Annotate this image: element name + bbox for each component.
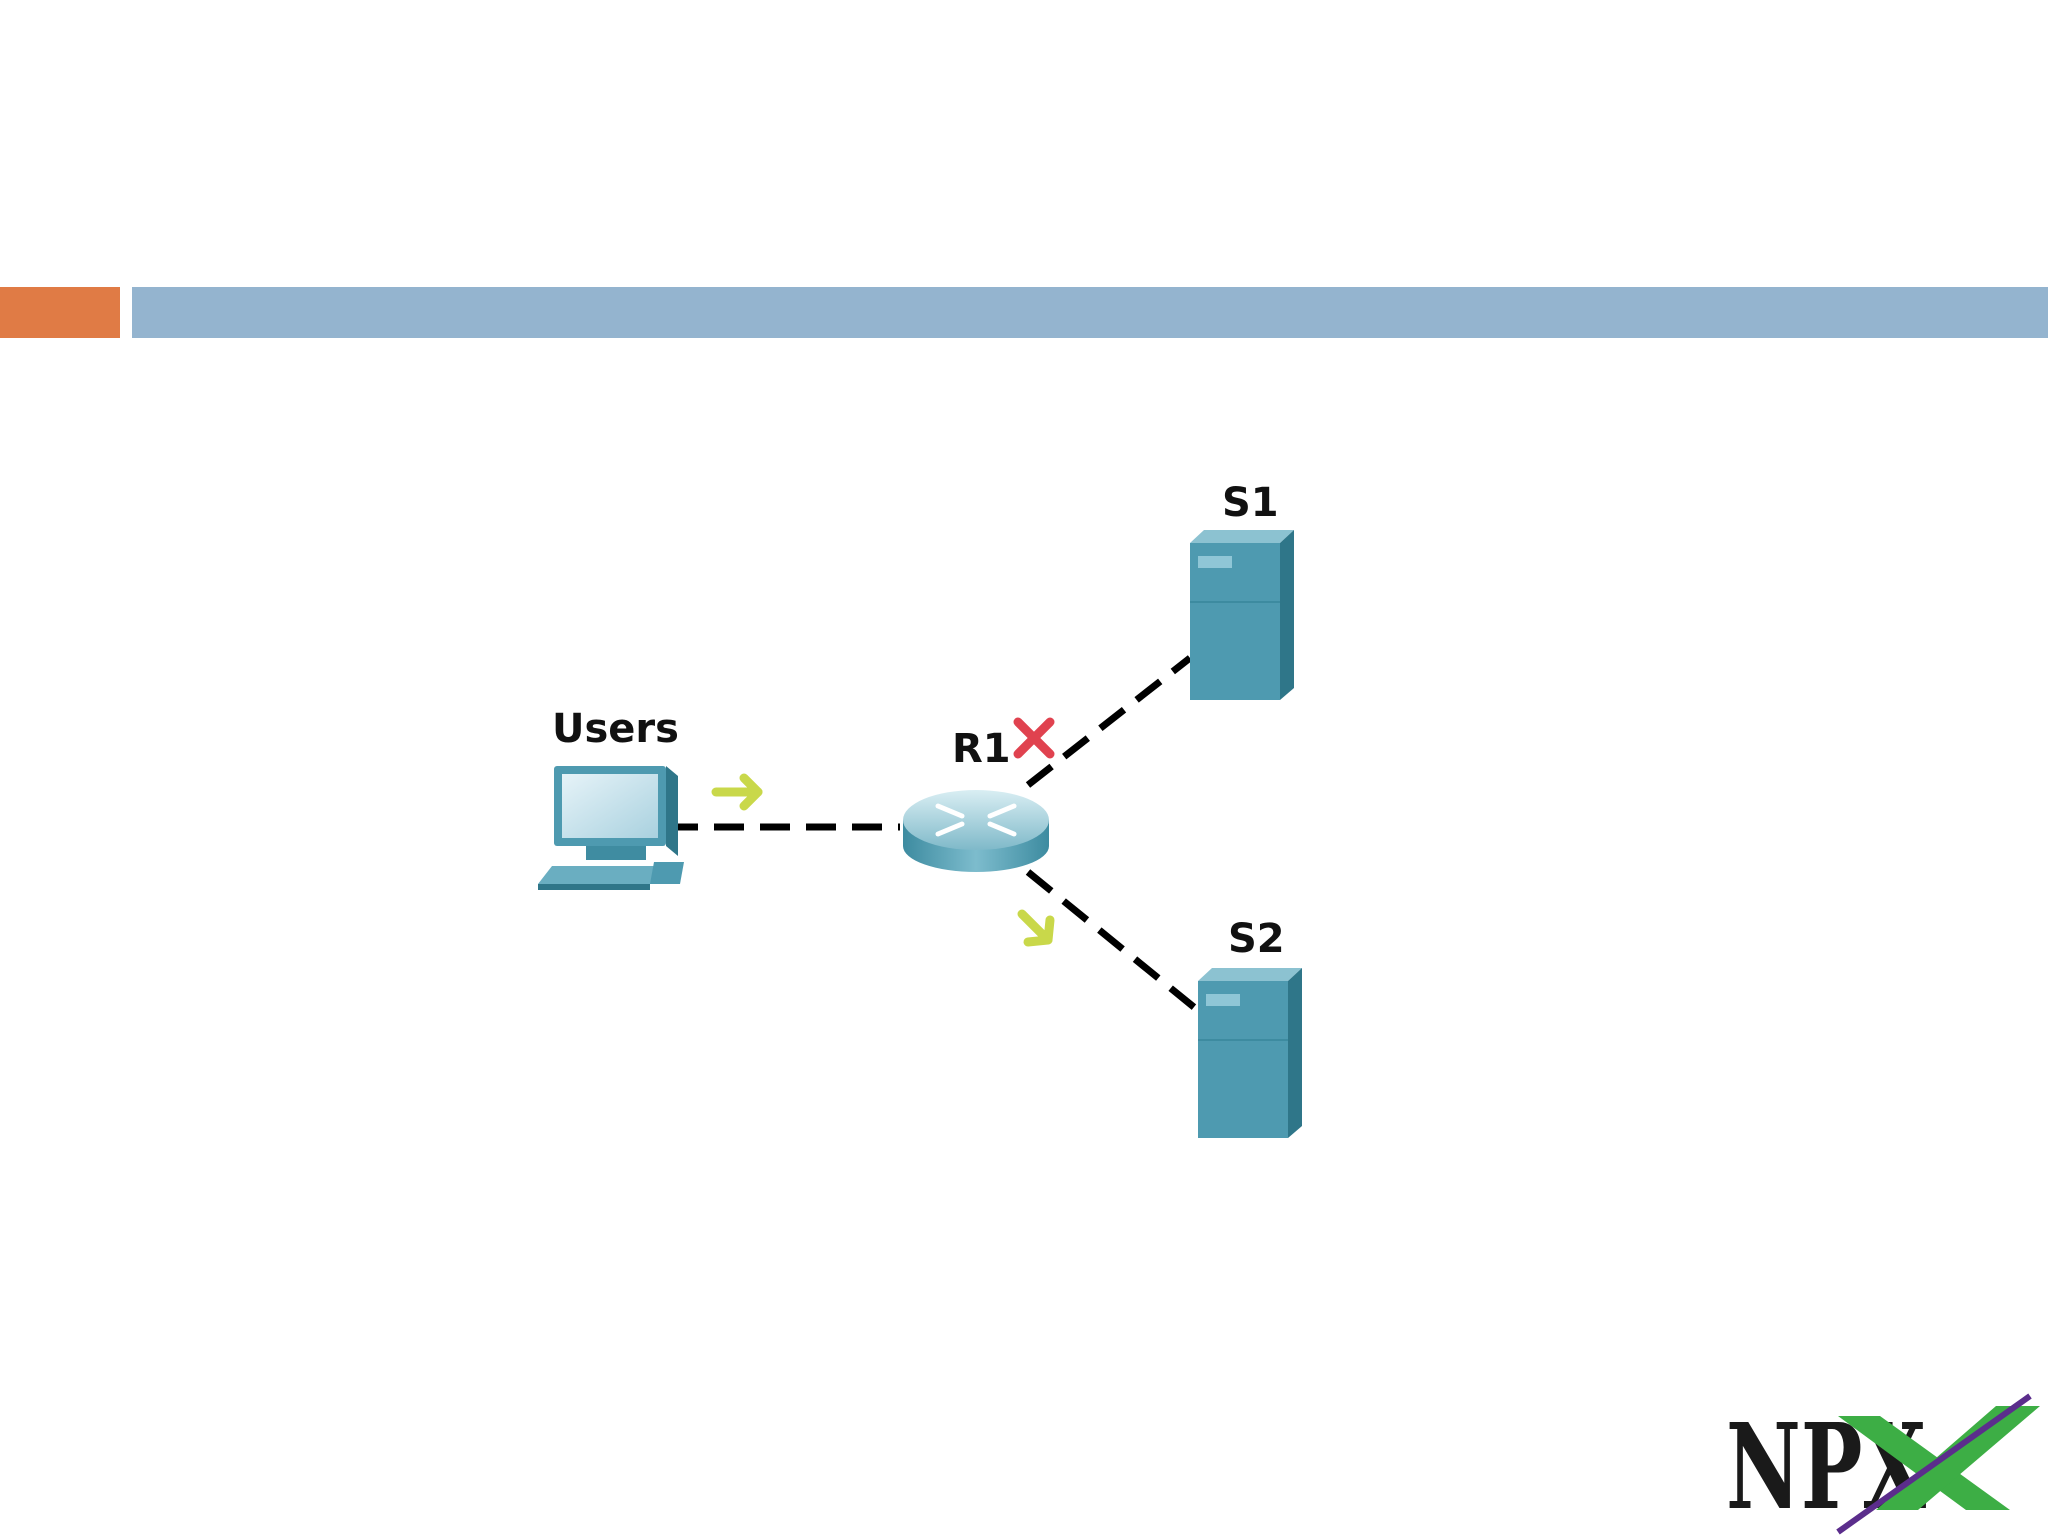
logo-x-green-stroke	[1838, 1416, 2010, 1510]
computer-icon	[538, 766, 684, 890]
label-s1: S1	[1222, 480, 1279, 526]
label-s2: S2	[1228, 916, 1285, 962]
label-users: Users	[552, 706, 679, 752]
link-r1-s2	[1025, 869, 1198, 1011]
x-mark-icon	[1013, 717, 1055, 759]
router-icon	[903, 790, 1049, 872]
link-r1-s1	[1025, 655, 1193, 788]
npx-logo: NPX	[1726, 1393, 2040, 1536]
header-accent-bar	[132, 287, 2048, 338]
logo-text: NPX	[1726, 1397, 1926, 1536]
server-icon	[1198, 968, 1302, 1138]
label-r1: R1	[952, 726, 1011, 772]
logo-x-green-stroke-2	[1876, 1406, 2040, 1510]
server-icon	[1190, 530, 1294, 700]
header-accent-block	[0, 287, 120, 338]
arrow-down-right-icon	[1017, 909, 1055, 947]
logo-x-purple-stroke	[1836, 1393, 2032, 1535]
arrow-right-icon	[711, 773, 763, 811]
